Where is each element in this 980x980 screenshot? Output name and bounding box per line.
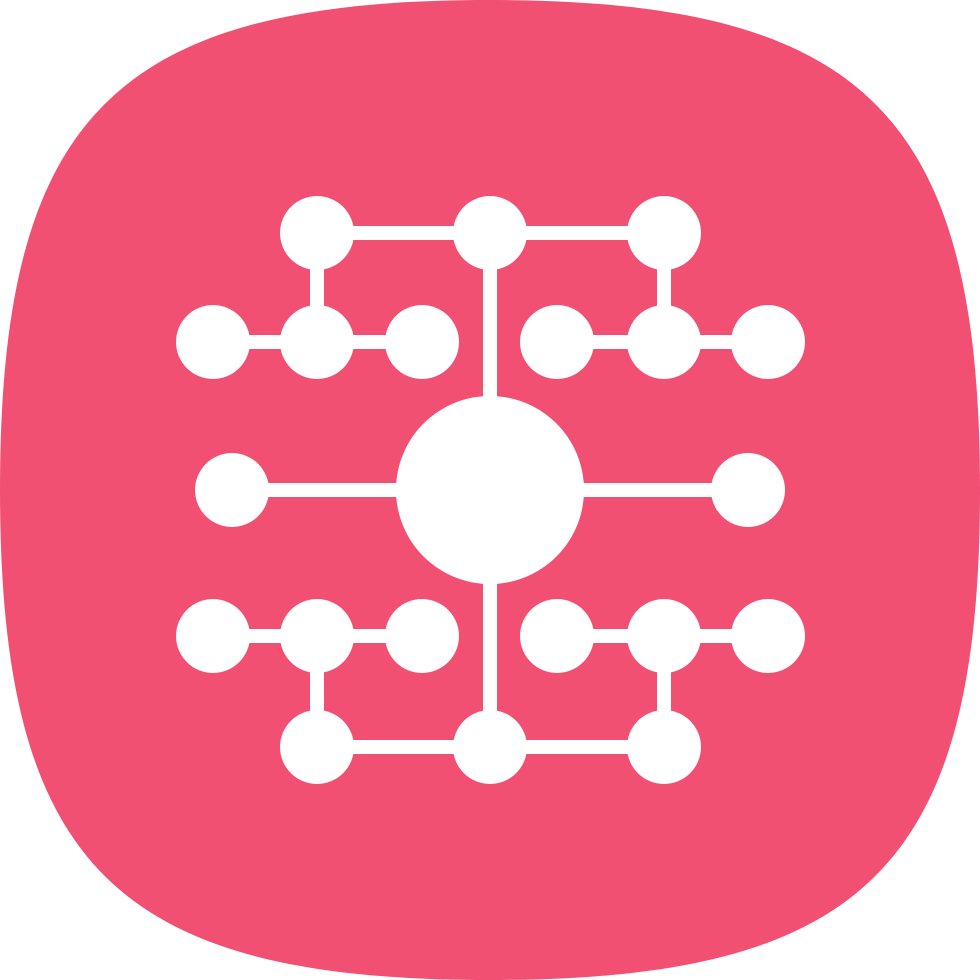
network-node <box>385 305 459 379</box>
network-node <box>280 710 354 784</box>
network-node <box>731 305 805 379</box>
network-node <box>176 305 250 379</box>
network-node <box>195 453 269 527</box>
network-node <box>627 305 701 379</box>
network-node <box>711 453 785 527</box>
network-node <box>627 196 701 270</box>
network-node <box>280 196 354 270</box>
network-nodes <box>176 196 805 784</box>
network-node <box>731 599 805 673</box>
network-node <box>627 599 701 673</box>
network-node <box>176 599 250 673</box>
central-hub-node <box>396 396 584 584</box>
network-node <box>385 599 459 673</box>
network-node <box>627 710 701 784</box>
network-node <box>280 599 354 673</box>
network-node <box>520 305 594 379</box>
network-node <box>453 196 527 270</box>
network-node <box>280 305 354 379</box>
network-node <box>453 710 527 784</box>
network-node <box>520 599 594 673</box>
